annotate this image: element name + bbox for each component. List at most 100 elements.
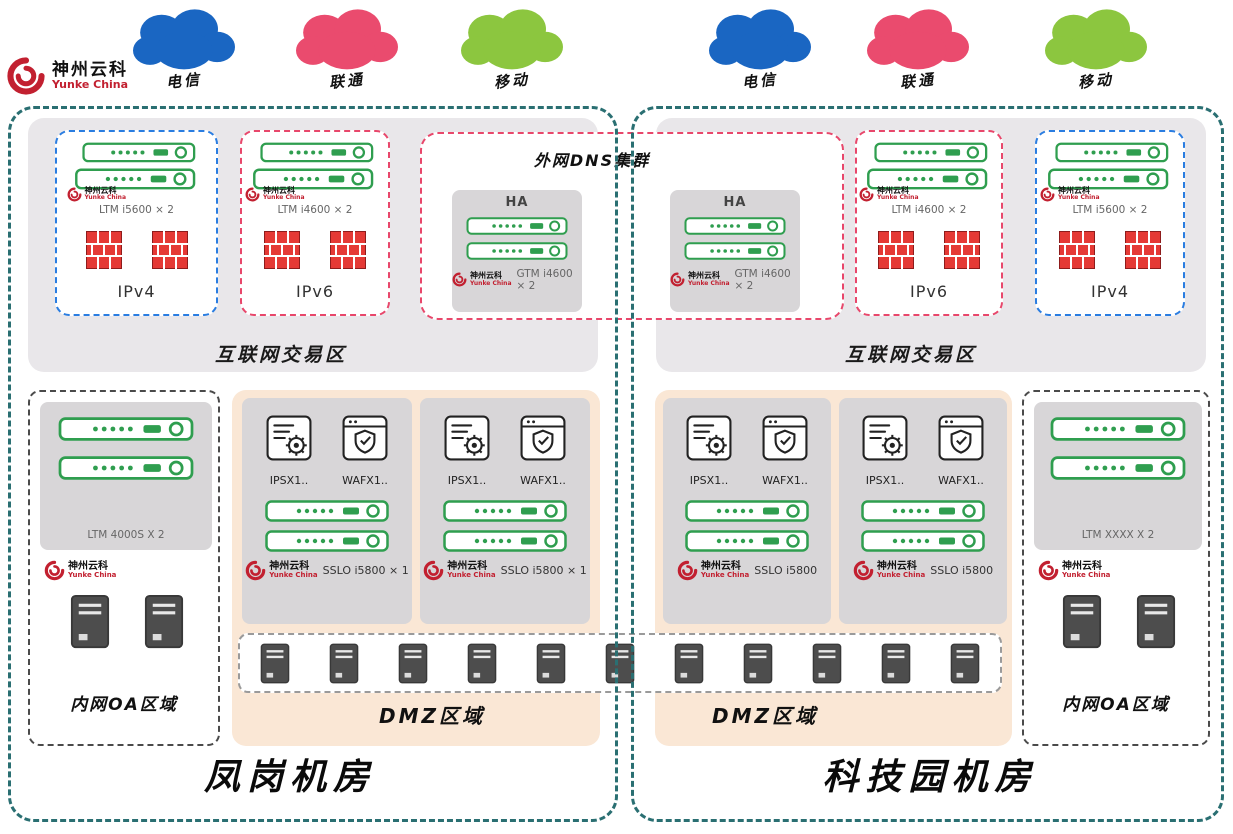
firewall-pair [86,231,188,269]
isp-cloud-telecom-left: 电信 [124,4,244,92]
isp-cloud-mobile-left: 移动 [452,4,572,92]
waf-label: WAFX1.. [342,474,388,487]
sslo-caption: SSLO i5800 [754,564,818,577]
cloud-icon [704,4,816,72]
cloud-icon [128,4,240,72]
sslo-appliance-icon [848,500,998,522]
ip-version-label: IPv4 [117,282,156,301]
sslo-appliances [252,500,402,552]
brand-name-cn: 神州云科 [52,59,128,80]
security-icon-row: IPSX1.. WAFX1.. [444,415,566,487]
server-host-icon [1136,594,1176,649]
yunke-swirl-icon [44,560,65,581]
dns-cluster-title: 外网DNS集群 [533,151,651,170]
yunke-swirl-icon [245,187,260,202]
waf-icon [938,415,984,461]
brand-logo: 神州云科 Yunke China [6,56,128,96]
yunke-swirl-icon [677,560,698,581]
datacenter-right-name: 科技园机房 [822,757,1038,798]
device-caption: LTM i4600 × 2 [891,204,967,216]
server-host-icon [536,642,566,685]
gtm-caption: GTM i4600 × 2 [516,268,573,292]
waf-label: WAFX1.. [520,474,566,487]
sslo-appliances [430,500,580,552]
security-icon-row: IPSX1.. WAFX1.. [266,415,388,487]
sslo-caption: SSLO i5800 × 1 [322,564,409,577]
waf-icon [342,415,388,461]
sslo-appliance-icon [672,530,822,552]
ips-label: IPSX1.. [865,474,905,487]
yunke-swirl-icon [6,56,46,96]
ips-icon [266,415,312,461]
isp-cloud-unicom-right: 联通 [858,4,978,92]
gtm-appliance-icon [683,242,787,260]
firewall-icon [152,231,188,269]
ltm-appliance-icon [1045,417,1191,441]
ips-label: IPSX1.. [269,474,309,487]
ltm-appliance-icon [1045,456,1191,480]
yunke-swirl-icon [452,272,467,287]
waf-column: WAFX1.. [762,415,808,487]
firewall-icon [1059,231,1095,269]
oa-ltm-panel: LTM XXXX X 2 [1034,402,1202,550]
server-host-icon [144,594,184,649]
gtm-caption: GTM i4600 × 2 [734,268,791,292]
waf-icon [520,415,566,461]
ips-label: IPSX1.. [447,474,487,487]
waf-icon [762,415,808,461]
ips-column: IPSX1.. [266,415,312,487]
internet-zone-label: 互联网交易区 [844,344,977,366]
sslo-appliance-icon [430,530,580,552]
waf-column: WAFX1.. [520,415,566,487]
dmz-server-strip [238,633,1002,693]
ips-label: IPSX1.. [689,474,729,487]
waf-column: WAFX1.. [342,415,388,487]
firewall-icon [86,231,122,269]
firewall-pair [1059,231,1161,269]
security-icon-row: IPSX1.. WAFX1.. [686,415,808,487]
cloud-icon [291,4,403,72]
server-host-icon [605,642,635,685]
oa-ltm-panel: LTM 4000S X 2 [40,402,212,550]
server-host-icon [743,642,773,685]
oa-device-caption: LTM XXXX X 2 [1081,529,1155,541]
yunke-swirl-icon [853,560,874,581]
firewall-icon [944,231,980,269]
cloud-icon [862,4,974,72]
ltm-appliance-icon [53,456,199,480]
server-host-icon [674,642,704,685]
waf-label: WAFX1.. [762,474,808,487]
ips-icon [862,415,908,461]
ips-column: IPSX1.. [686,415,732,487]
waf-label: WAFX1.. [938,474,984,487]
security-icon-row: IPSX1.. WAFX1.. [862,415,984,487]
datacenter-left-name: 凤岗机房 [203,757,376,798]
server-host-icon [881,642,911,685]
yunke-swirl-icon [423,560,444,581]
oa-host-group [70,594,184,649]
sslo-appliance-icon [848,530,998,552]
isp-cloud-mobile-right: 移动 [1036,4,1156,92]
